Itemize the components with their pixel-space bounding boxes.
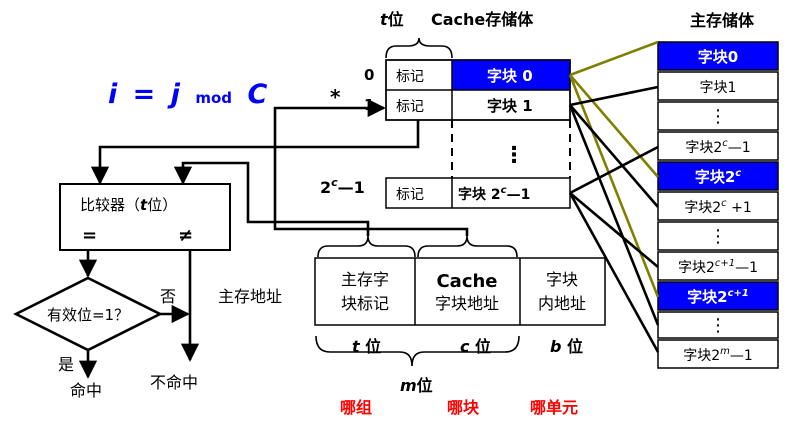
cache-row-index-1: 1 [364,96,374,114]
main-memory-row-label: 字块1 [700,80,737,96]
cache-field-brace [417,235,518,258]
main-memory-row-label: 字块2c +1 [684,198,752,216]
address-label: 主存地址 [218,287,282,306]
main-memory-row [657,311,779,339]
comparator-box [59,183,231,251]
cache-row-index-0: 0 [364,66,374,84]
hit-label: 命中 [70,381,102,400]
main-memory-row [657,71,779,101]
mapping-lines [568,40,660,353]
cache-ellipsis: ⋮ [503,143,525,168]
which-group-label: 哪组 [340,398,372,417]
address-field-cache-l1: Cache [436,271,497,292]
main-memory-row [657,339,779,369]
cache-tag-brace [385,37,453,59]
tag-field-brace [317,235,416,258]
index-to-cache-line [273,98,469,236]
formula-j: j [167,79,181,110]
mapping-formula: i = j mod C [108,79,267,110]
address-field-cache-l2: 字块地址 [435,294,499,313]
which-unit-label: 哪单元 [530,398,578,417]
main-memory-row [657,131,779,161]
tag-to-comparator-line [173,161,370,236]
cache-tag-0: 标记 [396,69,424,85]
formula-c: C [247,79,267,110]
cache-tag-to-comparator-line [90,120,420,185]
main-memory-row-label: 字块2m—1 [683,346,753,364]
cache-title: Cache存储体 [431,10,534,29]
cache-block-1: 字块 1 [487,97,533,115]
address-field-tag-l1: 主存字 [341,270,389,289]
cache-tag-1: 标记 [396,99,424,115]
cache-row-index-last: 2c—1 [320,176,365,197]
main-memory-table: 字块0 字块1 ⋮ 字块2c—1 字块2c 字块2c +1 ⋮ 字块2c+1—1 字块2c+1 ⋮… [657,41,779,369]
formula-mod: mod [195,89,232,107]
miss-label: 不命中 [150,373,198,392]
formula-eq: = [133,79,156,110]
decision-yes-label: 是 [58,355,74,374]
main-memory-row-label: ⋮ [709,315,727,336]
main-memory-row [657,101,779,131]
formula-i: i [108,79,118,110]
main-memory-row-label: 字块2c+1 [687,288,749,306]
cache-block-last: 字块 2c—1 [458,185,530,203]
address-field-tag-l2: 块标记 [341,294,389,313]
comparator-label: 比较器（t位） [80,196,177,214]
tm-field-brace [315,335,520,367]
valid-bit-prompt: 有效位=1？ [47,306,129,324]
main-memory-row [657,251,779,281]
cache-tag-width-label: t位 [380,10,404,29]
main-memory-row-label: 字块2c—1 [685,138,750,156]
main-memory-row [657,41,779,71]
c-bits-label: c 位 [460,337,491,356]
b-bits-label: b 位 [550,337,583,356]
main-memory-row [657,221,779,251]
main-memory-row-label: ⋮ [709,106,727,127]
cache-block-0: 字块 0 [487,67,533,85]
main-memory-row-label: 字块2c+1—1 [678,258,758,276]
main-memory-row-label: ⋮ [709,226,727,247]
which-block-label: 哪块 [447,398,480,417]
cache-table-last [385,177,571,209]
address-field-offset-l1: 字块 [546,270,578,289]
cache-block0-highlight [452,60,570,90]
decision-no-label: 否 [160,287,176,306]
main-memory-row [657,281,779,311]
main-memory-row-label: 字块0 [698,48,738,66]
cache-selected-marker: * [330,85,341,109]
comparator-not-equal: ≠ [178,225,193,246]
m-bits-label: m位 [400,376,433,395]
address-field-offset-l2: 内地址 [538,294,586,313]
t-bits-label: t 位 [352,337,381,356]
main-memory-row-label: 字块2c [695,168,741,186]
address-register [314,257,606,326]
cache-tag-last: 标记 [396,187,424,203]
main-memory-title: 主存储体 [690,11,755,30]
comparator-equal: = [82,225,97,246]
